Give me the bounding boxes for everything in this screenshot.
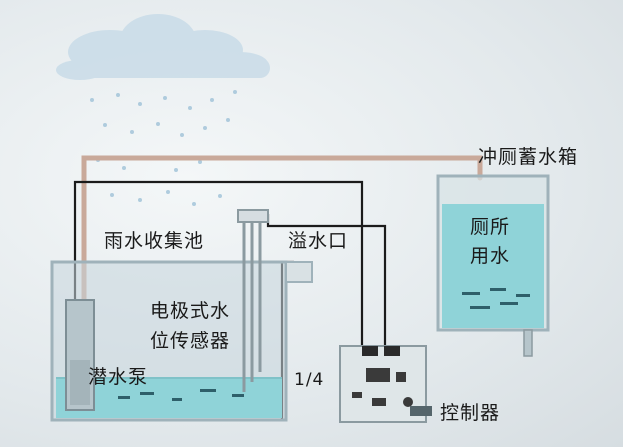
overflow-outlet-label: 溢水口 — [288, 230, 349, 252]
rain-collection-tank-label: 雨水收集池 — [104, 230, 205, 252]
controller-label: 控制器 — [440, 402, 501, 424]
toilet-water-label-line2: 用水 — [470, 245, 511, 267]
electrode-sensor-label-line1: 电极式水 — [150, 300, 231, 322]
electrode-sensor-rods — [237, 209, 269, 392]
rain-drops — [90, 90, 237, 206]
toilet-tank-label: 冲厕蓄水箱 — [478, 146, 579, 168]
supply-pipe — [81, 155, 483, 303]
toilet-water-label-line1: 厕所 — [470, 216, 511, 238]
overflow-outlet — [285, 261, 313, 283]
controller-board — [339, 345, 432, 423]
toilet-cistern — [436, 174, 550, 357]
submersible-pump-label: 潜水泵 — [88, 366, 149, 388]
level-mark-label: 1/4 — [294, 370, 325, 390]
cloud-icon — [56, 14, 270, 80]
submersible-pump — [65, 299, 95, 411]
electrode-sensor-label-line2: 位传感器 — [150, 330, 231, 352]
